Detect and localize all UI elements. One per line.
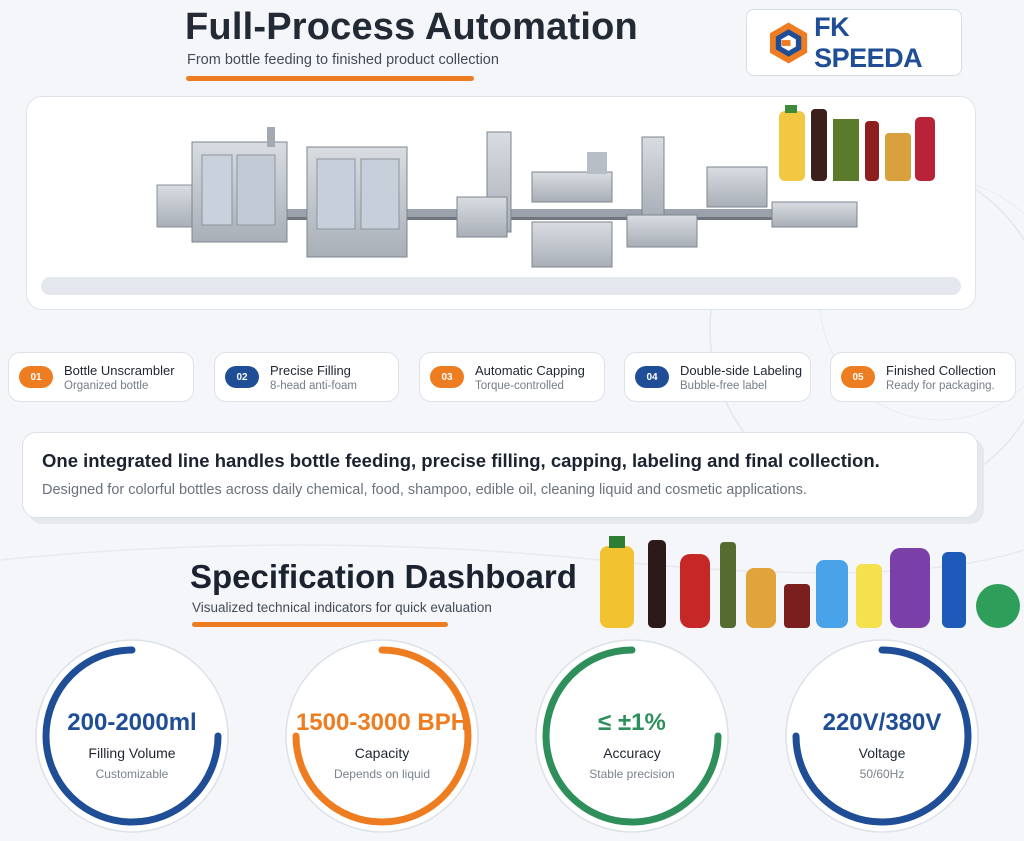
gauge-voltage: 220V/380V Voltage 50/60Hz bbox=[782, 636, 982, 836]
gauge-subtitle: Depends on liquid bbox=[333, 767, 431, 781]
page-title: Full-Process Automation bbox=[185, 6, 638, 48]
gauge-arc bbox=[792, 646, 972, 826]
gauge-ring bbox=[35, 639, 229, 833]
step-subtitle: Ready for packaging. bbox=[886, 379, 995, 392]
gauge-subtitle: Customizable bbox=[95, 767, 169, 781]
banner-subtitle: Designed for colorful bottles across dai… bbox=[42, 482, 807, 498]
product-bottles-illustration bbox=[600, 536, 1020, 628]
page-subtitle: From bottle feeding to finished product … bbox=[187, 52, 499, 68]
gauge-arc bbox=[292, 646, 472, 826]
step-card-double-side-labeling[interactable]: 04 Double-side Labeling Bubble-free labe… bbox=[624, 352, 811, 402]
step-number-badge: 03 bbox=[430, 366, 464, 388]
gauge-label: Voltage bbox=[858, 745, 906, 761]
gauge-subtitle: Stable precision bbox=[589, 767, 675, 781]
gauge-subtitle: 50/60Hz bbox=[859, 767, 905, 781]
step-title: Double-side Labeling bbox=[680, 362, 803, 378]
step-title: Automatic Capping bbox=[475, 362, 585, 378]
step-subtitle: Bubble-free label bbox=[680, 379, 767, 392]
gauge-filling-volume: 200-2000ml Filling Volume Customizable bbox=[32, 636, 232, 836]
gauge-value: 1500-3000 BPH bbox=[295, 709, 469, 736]
step-card-finished-collection[interactable]: 05 Finished Collection Ready for packagi… bbox=[830, 352, 1016, 402]
step-card-precise-filling[interactable]: 02 Precise Filling 8-head anti-foam bbox=[214, 352, 399, 402]
brand-logo[interactable]: FK SPEEDA bbox=[746, 9, 962, 76]
spec-subtitle: Visualized technical indicators for quic… bbox=[192, 600, 492, 615]
gauge-ring bbox=[535, 639, 729, 833]
gauge-ring bbox=[285, 639, 479, 833]
gauge-label: Accuracy bbox=[603, 745, 661, 761]
gauge-arc bbox=[42, 646, 222, 826]
gauge-ring bbox=[785, 639, 979, 833]
gauge-label: Filling Volume bbox=[88, 745, 176, 761]
step-subtitle: Organized bottle bbox=[64, 379, 149, 392]
production-line-panel bbox=[26, 96, 976, 310]
panel-scrollbar[interactable] bbox=[41, 277, 961, 295]
step-number-badge: 05 bbox=[841, 366, 875, 388]
step-title: Precise Filling bbox=[270, 362, 351, 378]
spec-underline bbox=[192, 622, 448, 627]
gauge-arc bbox=[542, 646, 722, 826]
gauge-accuracy: ≤ ±1% Accuracy Stable precision bbox=[532, 636, 732, 836]
step-subtitle: 8-head anti-foam bbox=[270, 379, 357, 392]
step-title: Bottle Unscrambler bbox=[64, 362, 175, 378]
gauge-label: Capacity bbox=[354, 745, 410, 761]
gauge-capacity: 1500-3000 BPH Capacity Depends on liquid bbox=[282, 636, 482, 836]
banner-title: One integrated line handles bottle feedi… bbox=[42, 450, 880, 471]
spec-title: Specification Dashboard bbox=[190, 558, 577, 595]
gauge-value: 220V/380V bbox=[822, 709, 942, 736]
production-line-illustration bbox=[156, 105, 935, 268]
step-number-badge: 04 bbox=[635, 366, 669, 388]
step-number-badge: 02 bbox=[225, 366, 259, 388]
summary-banner: One integrated line handles bottle feedi… bbox=[22, 432, 978, 518]
step-subtitle: Torque-controlled bbox=[475, 379, 564, 392]
step-title: Finished Collection bbox=[886, 362, 996, 378]
title-underline bbox=[186, 76, 474, 81]
logo-text: FK SPEEDA bbox=[814, 11, 923, 73]
logo-hexagon-icon bbox=[769, 21, 808, 64]
step-card-bottle-unscrambler[interactable]: 01 Bottle Unscrambler Organized bottle bbox=[8, 352, 194, 402]
gauge-value: ≤ ±1% bbox=[598, 709, 666, 736]
gauge-value: 200-2000ml bbox=[67, 709, 197, 736]
step-card-automatic-capping[interactable]: 03 Automatic Capping Torque-controlled bbox=[419, 352, 605, 402]
step-number-badge: 01 bbox=[19, 366, 53, 388]
